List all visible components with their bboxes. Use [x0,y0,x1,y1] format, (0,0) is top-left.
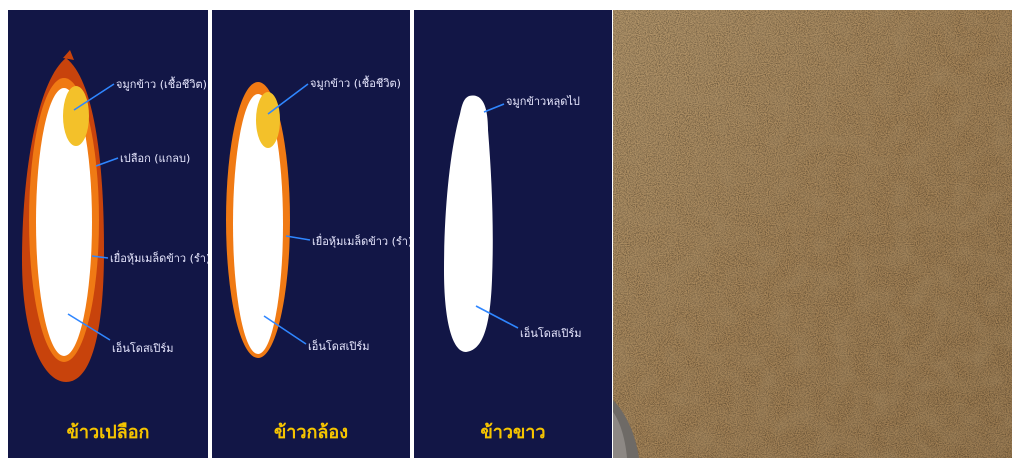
label-husk: เปลือก (แกลบ) [120,153,190,164]
label-germ-removed: จมูกข้าวหลุดไป [506,96,580,107]
label-endosperm: เอ็นโดสเปิร์ม [308,341,370,352]
germ [63,86,89,146]
label-germ: จมูกข้าว (เชื้อชีวิต) [116,79,207,90]
label-endosperm: เอ็นโดสเปิร์ม [112,343,174,354]
caption-white-rice: ข้าวขาว [414,424,612,442]
white-rice-panel: จมูกข้าวหลุดไป เอ็นโดสเปิร์ม ข้าวขาว [414,10,612,458]
label-bran: เยื่อหุ้มเมล็ดข้าว (รำ) [312,236,410,247]
brown-rice-panel: จมูกข้าว (เชื้อชีวิต) เยื่อหุ้มเมล็ดข้าว… [212,10,410,458]
white-rice-grain-diagram [414,10,612,458]
label-endosperm: เอ็นโดสเปิร์ม [520,328,582,339]
endosperm [444,95,493,352]
label-bran: เยื่อหุ้มเมล็ดข้าว (รำ) [110,253,208,264]
label-germ: จมูกข้าว (เชื้อชีวิต) [310,78,401,89]
caption-brown-rice: ข้าวกล้อง [212,424,410,442]
husk-tip [63,50,74,60]
germ [256,92,280,148]
caption-paddy-rice: ข้าวเปลือก [8,424,208,442]
paddy-rice-panel: จมูกข้าว (เชื้อชีวิต) เปลือก (แกลบ) เยื่… [8,10,208,458]
rice-bran-photo [613,10,1012,458]
rice-bran-texture [613,10,1012,458]
